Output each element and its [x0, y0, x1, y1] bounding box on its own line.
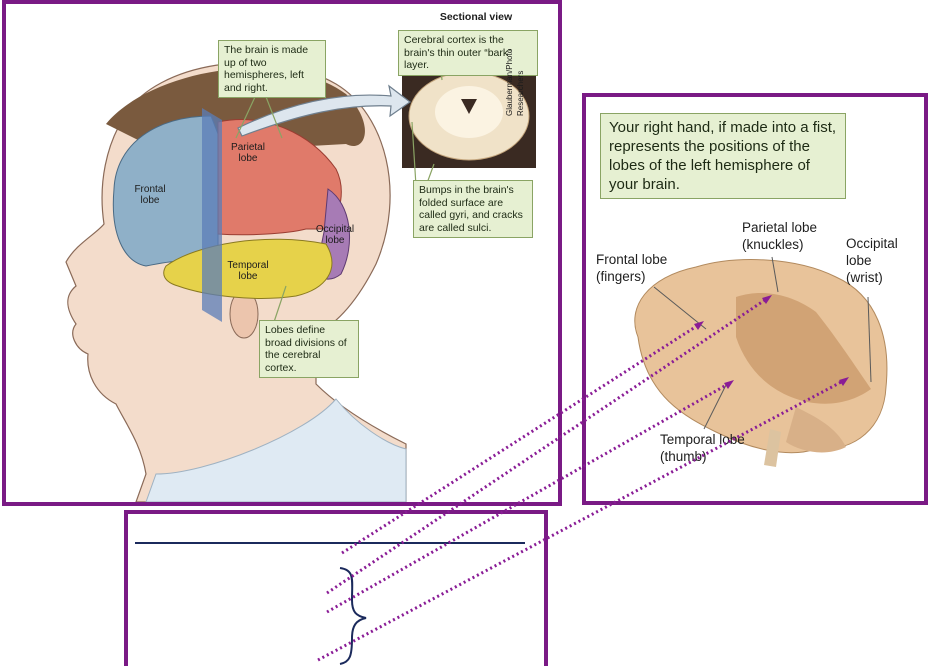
collar: [145, 398, 407, 502]
curly-brace: [339, 567, 367, 665]
fist-leader-lines: [653, 256, 872, 430]
arrow-heads: [694, 295, 849, 389]
note-hemispheres: The brain is made up of two hemispheres,…: [218, 40, 326, 98]
hand-callout: Your right hand, if made into a fist, re…: [600, 113, 846, 199]
hand-label-occipital: Occipital lobe (wrist): [846, 236, 898, 285]
label-temporal-lobe: Temporal lobe: [227, 260, 269, 282]
label-frontal-lobe: Frontal lobe: [134, 184, 166, 206]
note-lobes: Lobes define broad divisions of the cere…: [259, 320, 359, 378]
note-gyri-sulci: Bumps in the brain's folded surface are …: [413, 180, 533, 238]
fist-brain-illustration: [634, 256, 888, 467]
brain-illustration-panel: Sectional view The brain is made up of t…: [2, 0, 562, 506]
note-cerebral-cortex: Cerebral cortex is the brain's thin oute…: [398, 30, 538, 76]
hand-label-parietal: Parietal lobe (knuckles): [742, 220, 818, 252]
arrow-parietal: [326, 296, 769, 595]
brain-head-illustration: [65, 43, 536, 502]
arrow-temporal: [326, 381, 731, 614]
label-parietal-lobe: Parietal lobe: [231, 142, 265, 164]
hand-label-frontal: Frontal lobe (fingers): [596, 252, 668, 284]
label-occipital-lobe: Occipital lobe: [315, 224, 355, 246]
hand-model-panel: Your right hand, if made into a fist, re…: [582, 93, 928, 505]
section-plane: [202, 108, 222, 322]
dotted-arrows: [317, 296, 846, 662]
section-arrow: [237, 84, 412, 137]
arrow-frontal: [341, 322, 701, 555]
sectional-view-title: Sectional view: [439, 11, 513, 23]
